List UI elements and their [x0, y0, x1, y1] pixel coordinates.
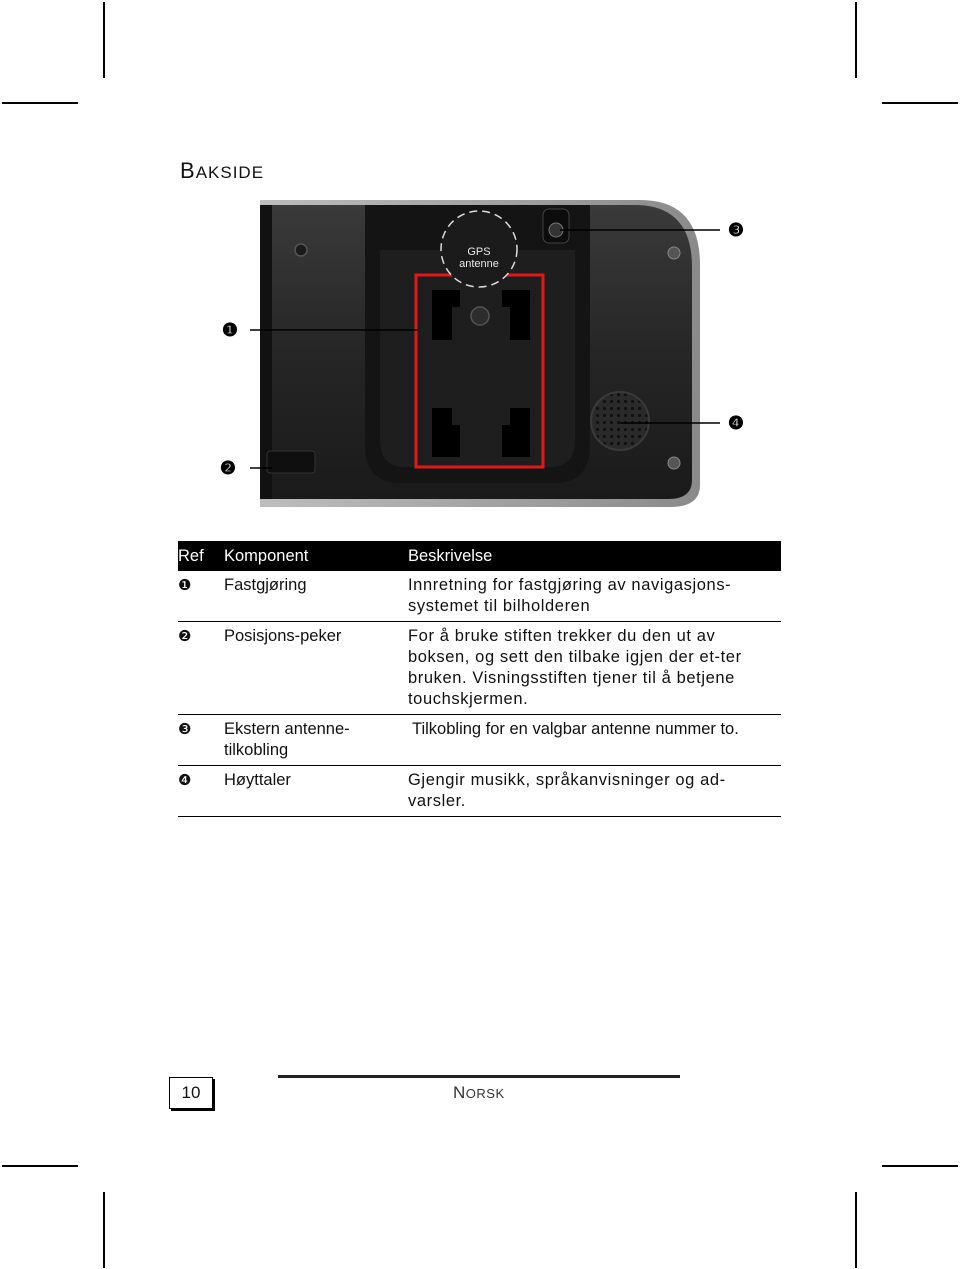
table-header-row: Ref Komponent Beskrivelse: [178, 541, 781, 571]
table-row: ❹ Høyttaler Gjengir musikk, språkanvisni…: [178, 765, 781, 817]
callout-4: ❹: [728, 413, 744, 433]
crop-mark: [882, 102, 958, 104]
table-row: ❷ Posisjons-peker For å bruke stiften tr…: [178, 621, 781, 715]
component-table: Ref Komponent Beskrivelse ❶ Fastgjøring …: [178, 541, 781, 817]
header-description: Beskrivelse: [408, 541, 781, 571]
crop-mark: [855, 1192, 857, 1268]
crop-mark: [103, 1192, 105, 1268]
row-component: Fastgjøring: [224, 571, 408, 622]
crop-mark: [2, 1165, 78, 1167]
callout-3: ❸: [728, 220, 744, 240]
row-description: Gjengir musikk, språkanvisninger og ad-v…: [408, 765, 781, 817]
page-number: 10: [169, 1077, 213, 1109]
gps-label-line2: antenne: [459, 258, 499, 270]
gps-label-line1: GPS: [467, 246, 490, 258]
header-ref: Ref: [178, 541, 224, 571]
row-component: Høyttaler: [224, 765, 408, 817]
crop-mark: [2, 102, 78, 104]
row-description: For å bruke stiften trekker du den ut av…: [408, 621, 781, 715]
crop-mark: [882, 1165, 958, 1167]
header-component: Komponent: [224, 541, 408, 571]
table-row: ❶ Fastgjøring Innretning for fastgjøring…: [178, 571, 781, 622]
row-component: Ekstern antenne-tilkobling: [224, 714, 408, 766]
row-ref: ❷: [178, 621, 224, 715]
row-description: Tilkobling for en valgbar antenne nummer…: [408, 714, 781, 766]
device-back-illustration: GPS antenne ❶ ❷ ❸ ❹: [220, 200, 744, 507]
row-component: Posisjons-peker: [224, 621, 408, 715]
row-description: Innretning for fastgjøring av navigasjon…: [408, 571, 781, 622]
callout-2: ❷: [220, 458, 236, 478]
table-row: ❸ Ekstern antenne-tilkobling Tilkobling …: [178, 714, 781, 766]
footer-rule: [278, 1075, 680, 1078]
row-ref: ❶: [178, 571, 224, 622]
footer-language: NORSK: [453, 1083, 505, 1102]
section-title: BAKSIDE: [180, 158, 265, 183]
row-ref: ❸: [178, 714, 224, 766]
crop-mark: [855, 2, 857, 78]
row-ref: ❹: [178, 765, 224, 817]
callout-1: ❶: [222, 320, 238, 340]
crop-mark: [103, 2, 105, 78]
